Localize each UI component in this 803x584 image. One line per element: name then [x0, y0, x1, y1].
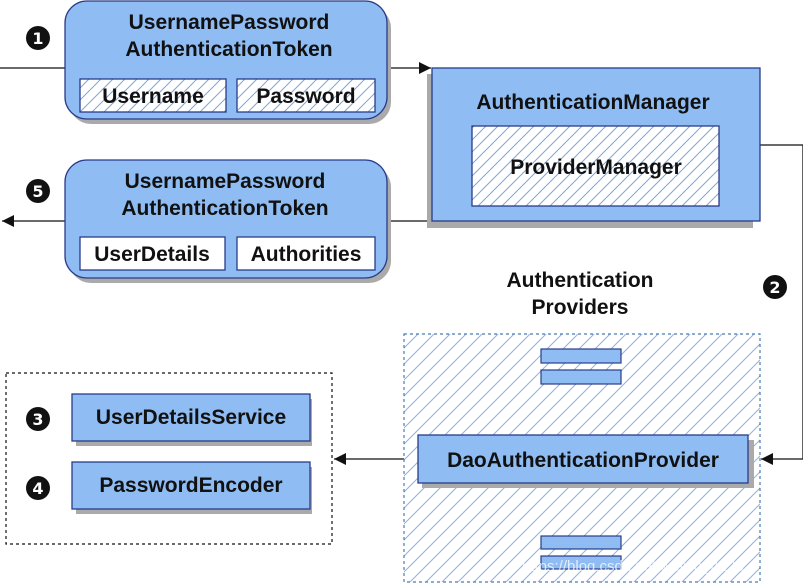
step-badge-2: 2	[763, 275, 787, 299]
username-field-box	[79, 78, 227, 113]
user-details-field-label: UserDetails	[94, 243, 210, 266]
step-badge-1: 1	[26, 26, 50, 50]
auth-manager-title: AuthenticationManager	[476, 91, 709, 114]
provider-manager-box	[471, 125, 720, 207]
services-group-box	[5, 372, 333, 545]
password-field-box	[236, 78, 376, 113]
watermark-text: https://blog.csdn.net/weixin_4226	[522, 558, 744, 575]
authentication-manager: AuthenticationManager ProviderManager	[427, 67, 761, 228]
step-badge-4-number: 4	[32, 479, 43, 498]
token-in-title-line2: AuthenticationToken	[125, 38, 332, 61]
username-field-label: Username	[102, 85, 204, 108]
provider-placeholder-top-1	[540, 348, 622, 364]
step-badge-3-number: 3	[32, 410, 43, 429]
password-encoder-box	[71, 461, 311, 510]
provider-manager-label: ProviderManager	[510, 156, 682, 179]
dao-provider-label: DaoAuthenticationProvider	[447, 449, 719, 472]
token-out-title-line2: AuthenticationToken	[121, 197, 328, 220]
user-details-service-box	[71, 393, 311, 442]
step-badge-4: 4	[26, 476, 50, 500]
providers-label-line1: Authentication	[507, 269, 654, 292]
password-field-label: Password	[256, 85, 355, 108]
user-details-field-box	[79, 236, 226, 271]
step-badge-3: 3	[26, 407, 50, 431]
provider-placeholder-bottom-1	[540, 535, 622, 550]
token-in-title-line1: UsernamePassword	[129, 11, 330, 34]
step-badge-5: 5	[26, 179, 50, 203]
dao-provider-box	[417, 434, 749, 484]
providers-label-line2: Providers	[532, 296, 629, 319]
authorities-field-box	[236, 236, 376, 271]
services-group: UserDetailsService PasswordEncoder	[5, 372, 333, 545]
arrow-manager-to-dao	[760, 144, 803, 465]
token-out-title-line1: UsernamePassword	[125, 170, 326, 193]
provider-placeholder-top-2	[540, 369, 622, 385]
step-badge-2-number: 2	[769, 278, 780, 297]
step-badge-5-number: 5	[32, 182, 43, 201]
token-in: UsernamePassword AuthenticationToken Use…	[64, 0, 391, 124]
step-badges: 1 5 2 3 4	[26, 26, 787, 500]
password-encoder-label: PasswordEncoder	[99, 474, 282, 497]
authentication-providers: Authentication Providers DaoAuthenticati…	[403, 269, 761, 583]
step-badge-1-number: 1	[32, 29, 43, 48]
user-details-service-label: UserDetailsService	[96, 406, 286, 429]
authorities-field-label: Authorities	[251, 243, 362, 266]
token-out: UsernamePassword AuthenticationToken Use…	[64, 159, 391, 283]
provider-placeholder-bottom-2	[540, 555, 622, 570]
